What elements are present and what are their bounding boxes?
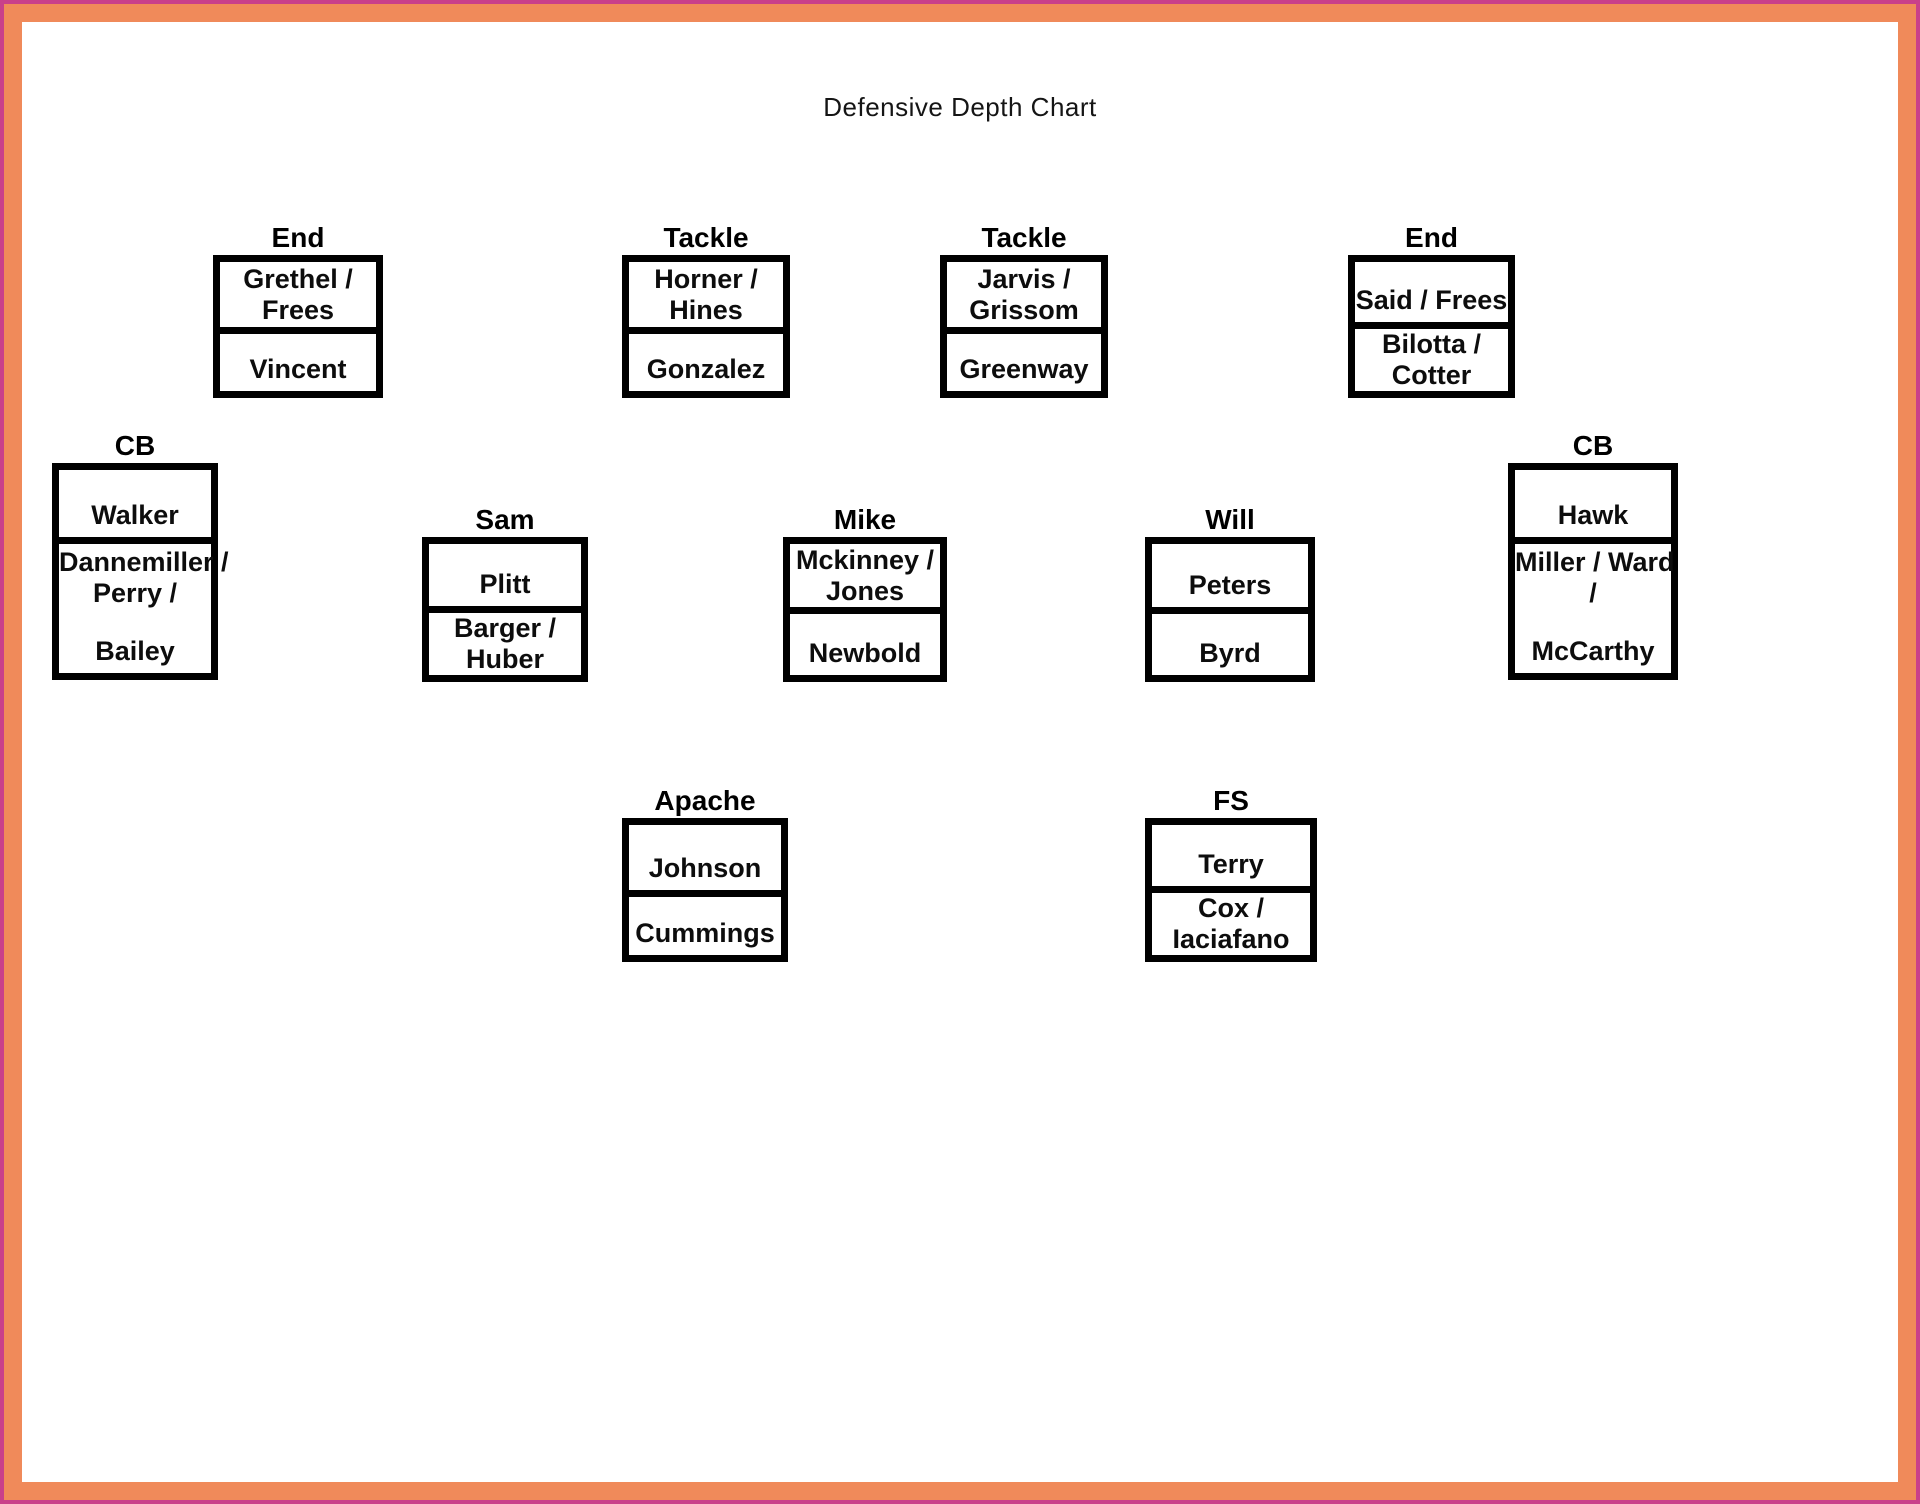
- player-name: Dannemiller /: [59, 547, 229, 577]
- depth-cell-starter: Grethel / Frees: [220, 262, 376, 327]
- position-box-fs: FS Terry Cox / Iaciafano: [1145, 785, 1317, 962]
- player-name: Greenway: [959, 354, 1089, 384]
- player-name: Miller / Ward: [1515, 547, 1675, 577]
- depth-cell-backup: Barger / Huber: [429, 606, 581, 675]
- position-label: Mike: [833, 504, 897, 535]
- player-name: Frees: [261, 294, 335, 325]
- depth-cell-starter: Mckinney / Jones: [790, 544, 940, 607]
- player-name: Jones: [825, 575, 905, 606]
- player-name: Terry: [1198, 849, 1264, 879]
- player-name: Johnson: [648, 853, 762, 883]
- depth-cell-backup: Newbold: [790, 607, 940, 675]
- position-box-tackle-right: Tackle Jarvis / Grissom Greenway: [940, 222, 1108, 398]
- player-name: Hawk: [1557, 500, 1629, 530]
- depth-cell-backup: Gonzalez: [629, 327, 783, 391]
- position-label: End: [1405, 222, 1458, 253]
- position-box-cb-right: CB Hawk Miller / Ward / McCarthy: [1508, 430, 1678, 680]
- depth-cell-starter: Walker: [59, 470, 211, 537]
- position-label: End: [271, 222, 325, 253]
- player-name: Cummings: [635, 918, 775, 948]
- depth-cell-starter: Peters: [1152, 544, 1308, 607]
- depth-cell-starter: Jarvis / Grissom: [947, 262, 1101, 327]
- player-name: Cotter: [1391, 360, 1472, 390]
- player-name: Huber: [465, 644, 544, 674]
- depth-cell-backup: Miller / Ward / McCarthy: [1515, 537, 1675, 673]
- player-name: McCarthy: [1531, 636, 1655, 666]
- player-name: Said / Frees: [1355, 285, 1508, 315]
- player-name: Byrd: [1199, 638, 1261, 668]
- depth-cell-starter: Plitt: [429, 544, 581, 606]
- depth-cell-backup: Bilotta / Cotter: [1355, 322, 1508, 391]
- player-name: Hines: [669, 294, 743, 325]
- player-name: Perry /: [92, 578, 178, 608]
- player-name: Barger /: [453, 613, 557, 643]
- depth-cell-starter: Hawk: [1515, 470, 1671, 537]
- position-label: Tackle: [981, 222, 1067, 253]
- player-name: /: [1589, 578, 1597, 608]
- player-name: Grethel /: [243, 263, 353, 294]
- player-name: Iaciafano: [1172, 924, 1290, 954]
- depth-cell-backup: Greenway: [947, 327, 1101, 391]
- depth-cell-backup: Cummings: [629, 890, 781, 955]
- player-name: Gonzalez: [646, 354, 766, 384]
- player-name: Walker: [91, 500, 179, 530]
- position-box-sam: Sam Plitt Barger / Huber: [422, 504, 588, 682]
- depth-cell-starter: Horner / Hines: [629, 262, 783, 327]
- position-box-end-right: End Said / Frees Bilotta / Cotter: [1348, 222, 1515, 398]
- depth-cell-starter: Said / Frees: [1355, 262, 1508, 322]
- depth-cell-backup: Byrd: [1152, 607, 1308, 675]
- player-name: Grissom: [969, 294, 1079, 325]
- position-label: CB: [1572, 430, 1614, 461]
- player-name: Bailey: [95, 636, 175, 666]
- player-name: Horner /: [654, 263, 758, 294]
- depth-cell-starter: Johnson: [629, 825, 781, 890]
- player-name: Newbold: [808, 638, 922, 668]
- position-label: Will: [1205, 504, 1255, 535]
- depth-cell-backup: Dannemiller / Perry / Bailey: [59, 537, 229, 673]
- player-name: Bilotta /: [1382, 329, 1481, 359]
- position-box-will: Will Peters Byrd: [1145, 504, 1315, 682]
- position-label: CB: [114, 430, 156, 461]
- position-box-cb-left: CB Walker Dannemiller / Perry / Bailey: [52, 430, 229, 680]
- player-name-group: Dannemiller / Perry /: [59, 547, 229, 609]
- player-name: Peters: [1188, 570, 1272, 600]
- position-label: Apache: [654, 785, 756, 816]
- player-name: Jarvis /: [977, 263, 1071, 294]
- chart-title: Defensive Depth Chart: [823, 92, 1097, 122]
- position-label: Sam: [475, 504, 535, 535]
- depth-cell-starter: Terry: [1152, 825, 1310, 886]
- player-name: Cox /: [1197, 893, 1264, 923]
- position-box-tackle-left: Tackle Horner / Hines Gonzalez: [622, 222, 790, 398]
- player-name: Mckinney /: [795, 544, 935, 575]
- player-name-group: Miller / Ward /: [1515, 547, 1675, 609]
- player-name: Vincent: [249, 354, 347, 384]
- depth-cell-backup: Vincent: [220, 327, 376, 391]
- depth-cell-backup: Cox / Iaciafano: [1152, 886, 1310, 955]
- position-label: FS: [1213, 785, 1249, 816]
- player-name: Plitt: [479, 569, 531, 599]
- position-box-mike: Mike Mckinney / Jones Newbold: [783, 504, 947, 682]
- position-label: Tackle: [663, 222, 749, 253]
- position-box-apache: Apache Johnson Cummings: [622, 785, 788, 962]
- position-box-end-left: End Grethel / Frees Vincent: [213, 222, 383, 398]
